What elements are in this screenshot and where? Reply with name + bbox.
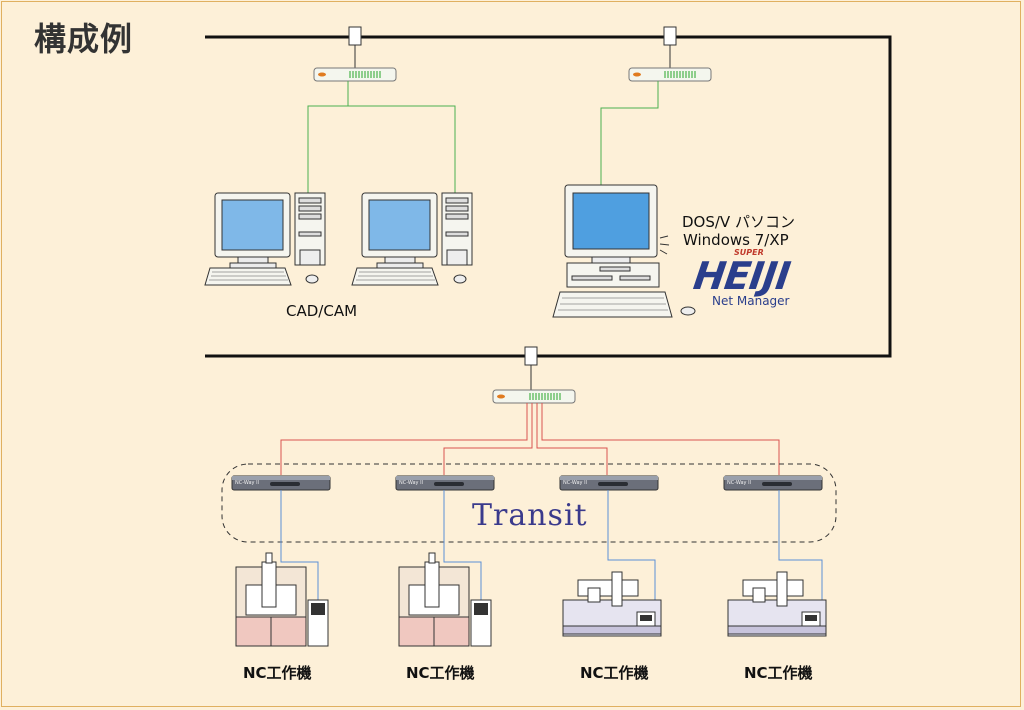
backbone [205,35,892,358]
ncway-label: NC-Way II [235,480,259,486]
os-label: Windows 7/XP [683,231,789,249]
ncway-unit [395,475,495,491]
nc-machine-1 [235,552,329,647]
serial-links [280,403,780,475]
tap-2 [663,26,677,46]
dosv-pc [552,184,696,318]
nc-machine-2 [398,552,492,647]
backbone-line [205,35,892,358]
heiji-super-text: SUPER [734,248,764,257]
nc-machine-label: NC工作機 [406,664,475,682]
heiji-subtitle: Net Manager [712,294,790,308]
nc-machine-4 [727,571,827,637]
page-title: 構成例 [34,20,134,58]
hub-2 [628,67,712,82]
dosv-pc-label: DOS/V パソコン [682,213,795,231]
cad-workstation-1 [204,192,326,286]
ncway-label: NC-Way II [399,480,423,486]
transit-group [221,463,837,543]
lan-links [307,81,659,195]
ncway-label: NC-Way II [727,480,751,486]
ncway-label: NC-Way II [563,480,587,486]
nc-machine-3 [562,571,662,637]
ncway-units [231,475,823,491]
nc-machine-label: NC工作機 [744,664,813,682]
tap-3 [524,346,538,366]
cad-workstation-2 [351,192,473,286]
ncway-unit [559,475,659,491]
cad-cam-label: CAD/CAM [286,302,358,320]
tap-1 [348,26,362,46]
ncway-unit [723,475,823,491]
heiji-logo: SUPER HEIJI Net Manager [690,248,804,312]
ncway-unit [231,475,331,491]
nc-machine-label: NC工作機 [243,664,312,682]
nc-machine-label: NC工作機 [580,664,649,682]
hub-1 [313,67,397,82]
machine-links [280,490,823,608]
hub-3 [492,389,576,404]
transit-label: Transit [472,498,588,533]
heiji-name: HEIJI [690,254,793,298]
